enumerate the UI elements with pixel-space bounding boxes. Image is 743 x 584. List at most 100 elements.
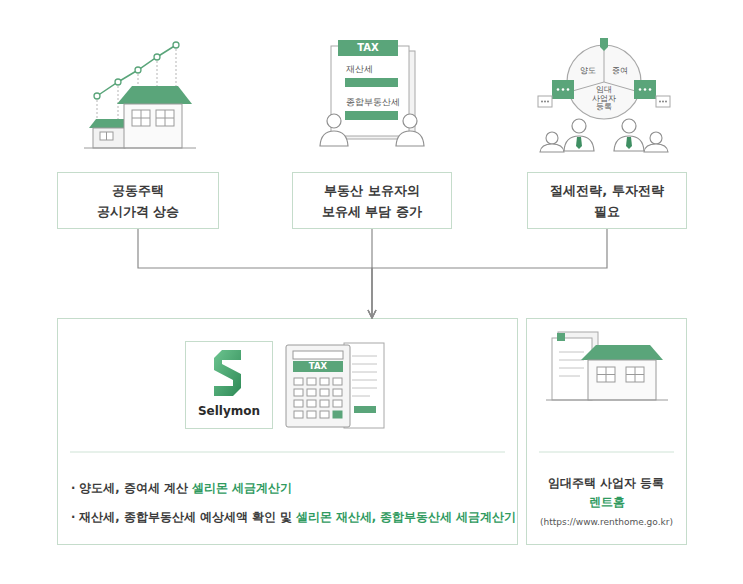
tax-document-illustration <box>327 114 341 128</box>
calculator-buttons <box>320 411 329 418</box>
calculator-buttons <box>307 411 316 418</box>
tax-document-illustration <box>320 40 424 146</box>
price-rise-illustration <box>117 86 192 104</box>
strategy-pie-illustration <box>562 88 565 91</box>
price-rise-illustration <box>135 67 141 73</box>
strategy-pie-illustration <box>538 38 670 152</box>
rental-house-illustration <box>581 345 663 360</box>
price-rise-illustration <box>156 110 174 126</box>
calculator-illustration <box>352 364 377 365</box>
strategy-pie-illustration <box>600 38 608 51</box>
price-rise-illustration <box>89 119 129 128</box>
calculator-illustration <box>286 343 384 428</box>
strategy-pie-illustration <box>662 101 664 103</box>
rental-house-illustration <box>597 374 615 375</box>
registration-box: 임대주택 사업자 등록렌트홈 (https://www.renthome.go.k… <box>526 318 687 545</box>
price-rise-illustration <box>84 148 196 149</box>
calculator-illustration <box>352 380 377 381</box>
divider-line <box>70 452 674 453</box>
strategy-pie-illustration <box>576 137 582 149</box>
calculator-label: TAX <box>309 362 327 372</box>
strategy-pie-illustration <box>622 119 636 133</box>
calculator-illustration <box>352 356 377 357</box>
strategy-pie-illustration <box>544 101 546 103</box>
price-rise-illustration <box>93 128 125 148</box>
node-text: · 양도세, 증여세 계산 <box>71 475 188 502</box>
calculator-illustration <box>352 396 370 397</box>
node-text: 셀리몬 재산세, 종합부동산세 세금계산기 <box>296 504 516 531</box>
price-rise-illustration <box>156 118 174 119</box>
node-text-area: 부동산 보유자의 보유세 부담 증가 <box>293 173 451 228</box>
strategy-pie-illustration <box>541 101 543 103</box>
cause-box: 부동산 보유자의 보유세 부담 증가 <box>292 172 452 229</box>
calculator-illustration <box>354 406 376 413</box>
node-text-area: 절세전략, 투자전략 필요 <box>528 173 686 228</box>
strategy-pie-illustration <box>656 96 670 107</box>
text-row: 렌트홈 <box>527 492 686 511</box>
calculator-buttons <box>333 400 342 407</box>
rental-house-illustration <box>559 352 584 353</box>
rental-house-illustration <box>552 338 592 400</box>
node-text: (https://www.renthome.go.kr) <box>540 514 673 531</box>
tax-document-illustration <box>345 78 398 87</box>
price-rise-illustration <box>154 54 160 60</box>
node-text: · 재산세, 종합부동산세 예상세액 확인 및 <box>71 504 292 531</box>
node-text-area: 임대주택 사업자 등록렌트홈 (https://www.renthome.go.k… <box>527 473 686 531</box>
pie-sector-label: 양도 <box>580 66 596 75</box>
price-rise-illustration <box>138 74 139 86</box>
calculator-buttons <box>320 400 329 407</box>
price-rise-illustration <box>100 132 113 140</box>
calculator-buttons <box>333 378 342 385</box>
calculator-buttons <box>294 400 303 407</box>
node-text: 임대주택 사업자 등록 <box>548 475 664 492</box>
calculator-buttons <box>307 389 316 396</box>
price-rise-illustration <box>94 93 100 99</box>
rental-house-illustration <box>559 376 580 377</box>
text-row: · 양도세, 증여세 계산셀리몬 세금계산기 <box>71 473 516 502</box>
tax-tab-label: TAX <box>357 42 379 54</box>
node-text: 부동산 보유자의 보유세 부담 증가 <box>322 183 422 219</box>
merge-connector <box>371 229 372 318</box>
calculator-buttons <box>307 400 316 407</box>
tax-document-illustration <box>345 111 398 120</box>
price-rise-illustration <box>132 110 150 126</box>
rental-house-illustration <box>559 368 584 369</box>
logo-box: Sellymon <box>185 341 273 429</box>
text-row: 공동주택 공시가격 상승 <box>90 180 186 222</box>
node-text: 공동주택 공시가격 상승 <box>97 183 180 219</box>
tax-document-illustration <box>396 131 424 146</box>
strategy-pie-illustration <box>644 144 668 152</box>
text-row: 임대주택 사업자 등록 <box>527 473 686 492</box>
price-rise-illustration <box>173 42 179 48</box>
strategy-pie-illustration <box>567 45 641 119</box>
strategy-pie-illustration <box>626 137 632 149</box>
rental-house-illustration <box>626 367 644 382</box>
divider-line <box>70 452 505 453</box>
rental-house-illustration <box>546 400 668 401</box>
calculator-buttons <box>294 411 303 418</box>
strategy-pie-illustration <box>552 80 574 99</box>
strategy-pie-illustration <box>644 88 647 91</box>
strategy-pie-illustration <box>546 132 558 144</box>
tax-document-illustration <box>331 46 409 136</box>
text-row: · 재산세, 종합부동산세 예상세액 확인 및셀리몬 재산세, 종합부동산세 세… <box>71 502 516 531</box>
divider-line <box>539 452 674 453</box>
cause-box: 공동주택 공시가격 상승 <box>57 172 219 229</box>
tax-item-label: 종합부동산세 <box>346 98 400 108</box>
calculator-buttons <box>307 378 316 385</box>
cause-box: 절세전략, 투자전략 필요 <box>527 172 687 229</box>
sellymon-logo-mark <box>214 350 241 396</box>
price-rise-illustration <box>157 61 158 86</box>
tax-document-illustration <box>320 131 348 146</box>
sellymon-logo-mark <box>214 350 241 396</box>
solution-box: · 양도세, 증여세 계산셀리몬 세금계산기· 재산세, 종합부동산세 예상세액… <box>57 318 518 545</box>
tax-document-illustration <box>403 114 417 128</box>
strategy-pie-illustration <box>639 88 642 91</box>
calculator-buttons <box>294 389 303 396</box>
calculator-buttons <box>333 411 342 418</box>
node-text-area: Sellymon <box>186 400 272 419</box>
